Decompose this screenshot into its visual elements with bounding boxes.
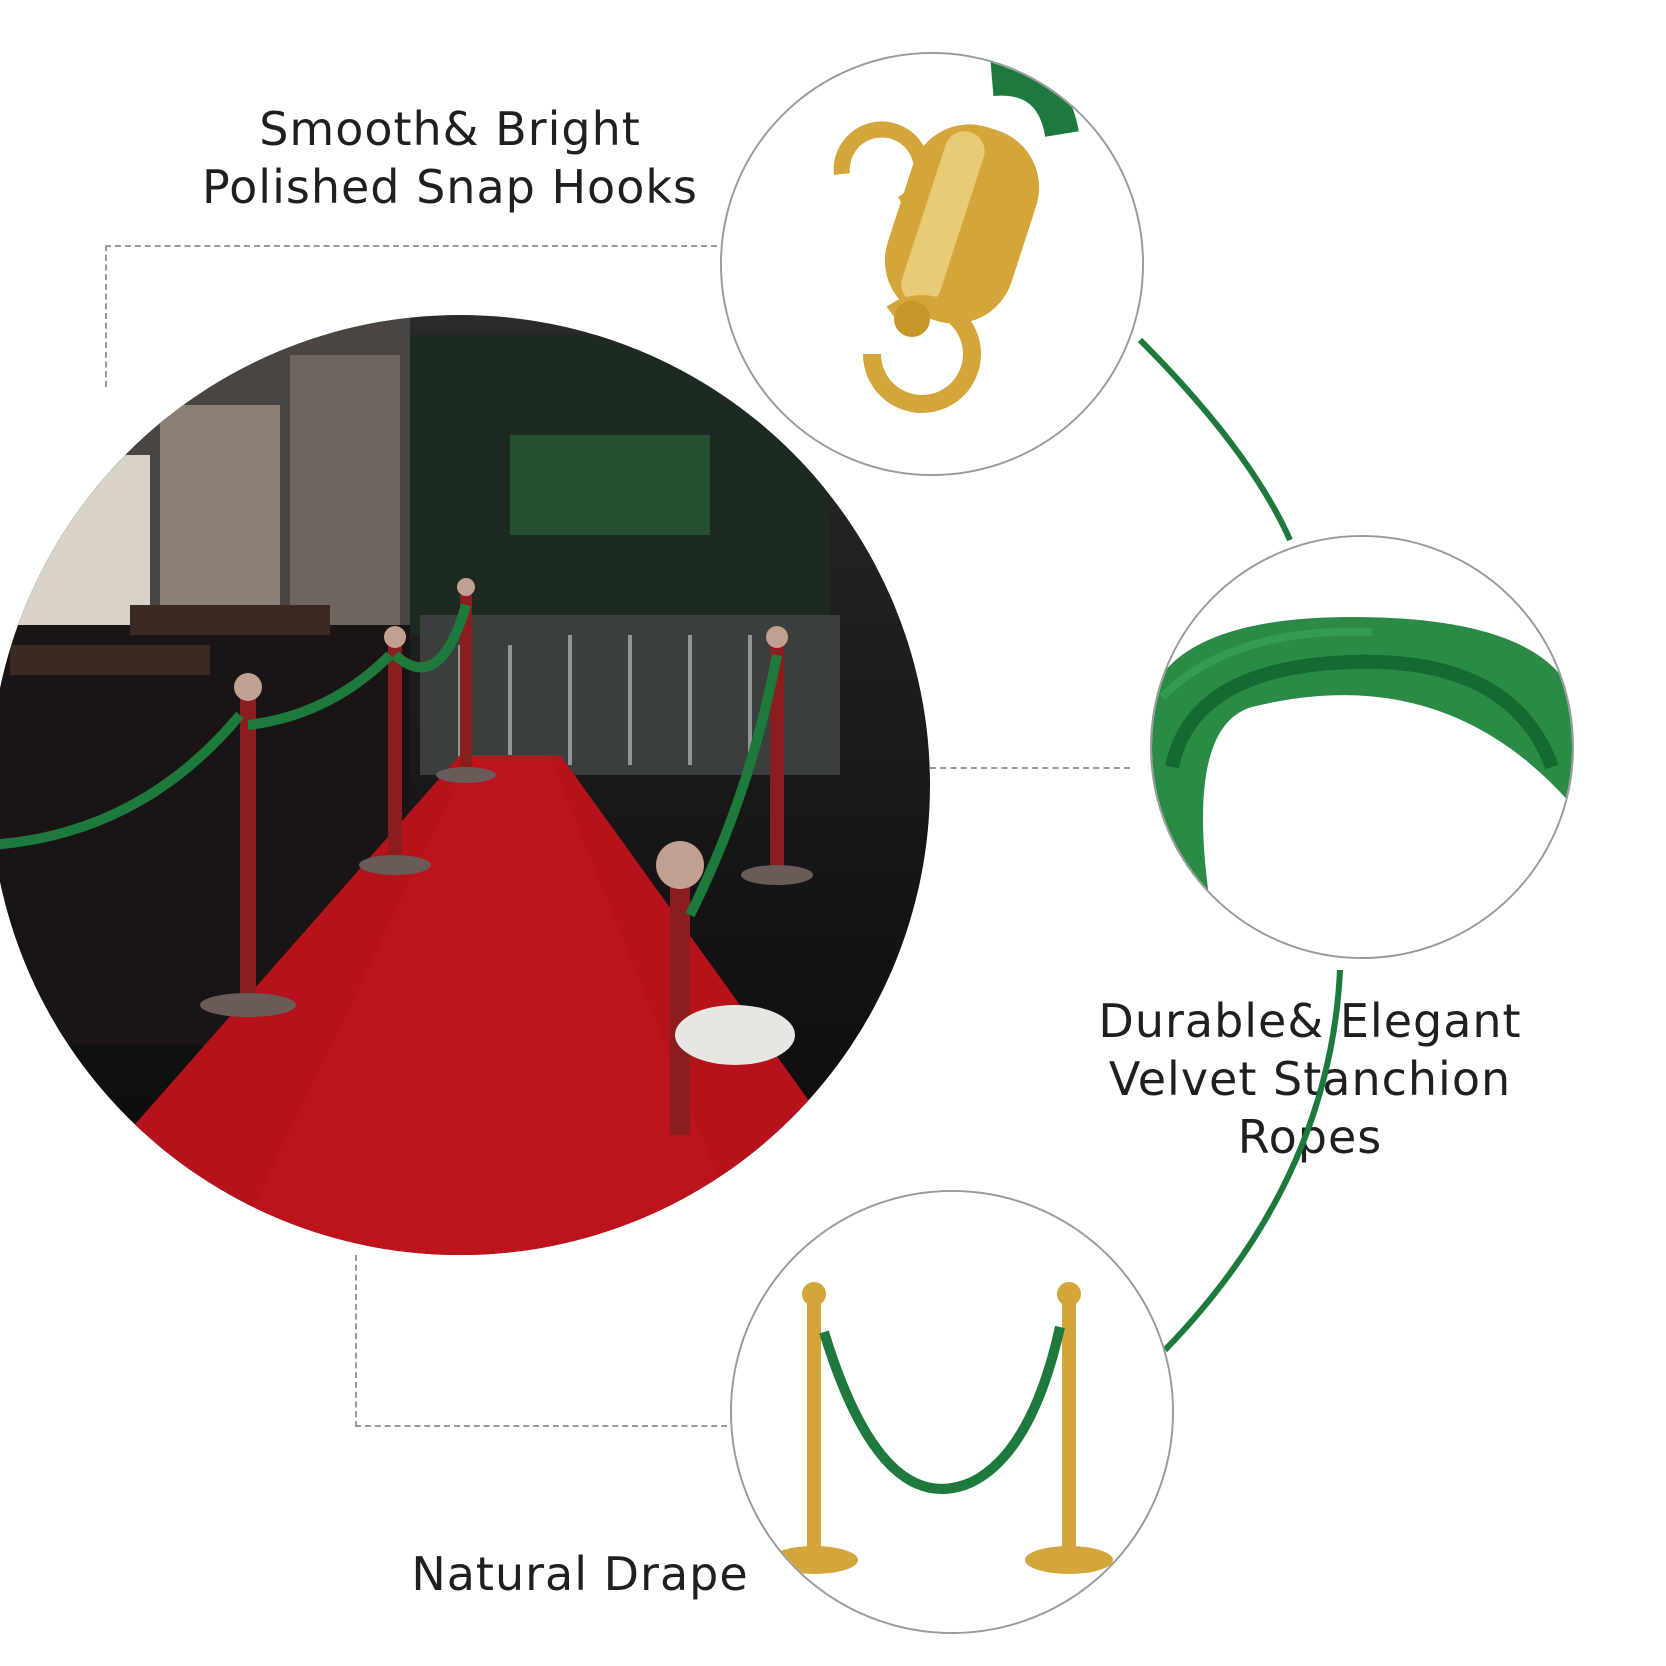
velvet-rope-detail [1150,535,1574,959]
snap-hooks-label-line2: Polished Snap Hooks [202,160,698,214]
snap-hooks-label: Smooth& Bright Polished Snap Hooks [190,100,710,216]
leader-line-top [105,245,717,387]
natural-drape-detail [730,1190,1174,1634]
snap-hooks-label-line1: Smooth& Bright [259,102,641,156]
venue-photo [0,315,930,1255]
leader-line-middle [930,767,1130,769]
ropes-label-line1: Durable& Elegant [1098,994,1522,1048]
ropes-label: Durable& Elegant Velvet Stanchion Ropes [1030,992,1590,1166]
ropes-label-line2: Velvet Stanchion Ropes [1108,1052,1512,1164]
leader-line-bottom [355,1255,737,1427]
snap-hook-detail [720,52,1144,476]
drape-label: Natural Drape [411,1547,749,1601]
